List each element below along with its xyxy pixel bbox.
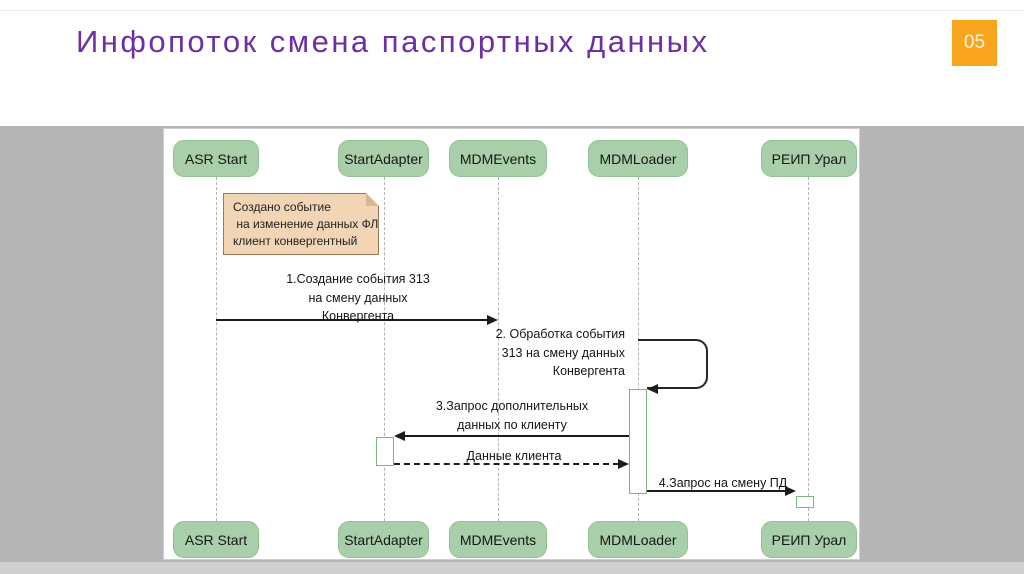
participant-label: РЕИП Урал [771, 531, 847, 548]
participant-mdmloader-top: MDMLoader [588, 140, 688, 177]
note-fold-corner [366, 193, 379, 206]
message-line-text: Конвергента [552, 364, 625, 378]
page-title: Инфопоток смена паспортных данных [76, 24, 710, 59]
message-line-text: 313 на смену данных [501, 345, 625, 360]
message-line-text: 4.Запрос на смену ПД [658, 476, 788, 490]
message-4-label: 4.Запрос на смену ПД [643, 474, 803, 493]
message-line-text: 1.Создание события 313 [286, 272, 430, 286]
participant-startadapter-bottom: StartAdapter [338, 521, 429, 558]
message-2-label: 2. Обработка события 313 на смену данных… [485, 325, 625, 381]
message-1-label: 1.Создание события 313 на смену данных К… [248, 270, 468, 326]
participant-label: StartAdapter [344, 531, 423, 548]
sequence-diagram-panel: ASR Start StartAdapter MDMEvents MDMLoad… [163, 128, 860, 560]
participant-label: StartAdapter [344, 150, 423, 167]
arrowhead-right-icon [487, 315, 498, 325]
message-line-text: Конвергента [321, 309, 395, 323]
participant-startadapter-top: StartAdapter [338, 140, 429, 177]
lifeline-reip-ural [808, 177, 809, 521]
participant-label: MDMLoader [599, 150, 677, 167]
message-line-text: 2. Обработка события [495, 327, 625, 341]
lifeline-startadapter [384, 177, 385, 521]
lifeline-asr-start [216, 177, 217, 521]
lifeline-mdmevents [498, 177, 499, 521]
participant-label: MDMEvents [459, 150, 537, 167]
participant-asr-start-bottom: ASR Start [173, 521, 259, 558]
participant-asr-start-top: ASR Start [173, 140, 259, 177]
message-2-self-loop [647, 339, 708, 389]
activation-mdmloader [629, 389, 647, 494]
participant-label: MDMEvents [459, 531, 537, 548]
participant-label: РЕИП Урал [771, 150, 847, 167]
slide-bottom-strip [0, 562, 1024, 574]
return-message-label: Данные клиента [434, 447, 594, 466]
participant-mdmevents-bottom: MDMEvents [449, 521, 547, 558]
message-1-arrow [216, 319, 488, 321]
participant-label: ASR Start [184, 531, 248, 548]
message-2-self-loop-segment [638, 339, 650, 341]
message-line-text: Данные клиента [466, 449, 562, 463]
note-line: клиент конвергентный [233, 234, 358, 248]
activation-startadapter [376, 437, 394, 466]
message-line-text: на смену данных [308, 290, 408, 305]
message-line-text: данных по клиенту [457, 417, 567, 432]
message-3-label: 3.Запрос дополнительных данных по клиент… [412, 397, 612, 434]
participant-mdmevents-top: MDMEvents [449, 140, 547, 177]
note-event-created: Создано событие на изменение данных ФЛ к… [223, 193, 379, 255]
lifeline-mdmloader [638, 177, 639, 521]
note-line: на изменение данных ФЛ [233, 217, 379, 231]
participant-mdmloader-bottom: MDMLoader [588, 521, 688, 558]
page-number: 05 [963, 32, 986, 53]
arrowhead-right-icon [618, 459, 629, 469]
arrowhead-left-icon [394, 431, 405, 441]
arrowhead-left-icon [647, 384, 658, 394]
participant-reip-ural-top: РЕИП Урал [761, 140, 857, 177]
message-3-arrow [404, 435, 629, 437]
message-4-arrow [647, 490, 786, 492]
note-line: Создано событие [233, 200, 331, 214]
return-message-arrow [394, 463, 619, 465]
participant-label: ASR Start [184, 150, 248, 167]
message-line-text: 3.Запрос дополнительных [435, 399, 589, 413]
participant-label: MDMLoader [599, 531, 677, 548]
arrowhead-right-icon [785, 486, 796, 496]
top-divider [0, 10, 1024, 11]
participant-reip-ural-bottom: РЕИП Урал [761, 521, 857, 558]
activation-reip-ural [796, 496, 814, 508]
page-number-badge: 05 [952, 20, 997, 66]
